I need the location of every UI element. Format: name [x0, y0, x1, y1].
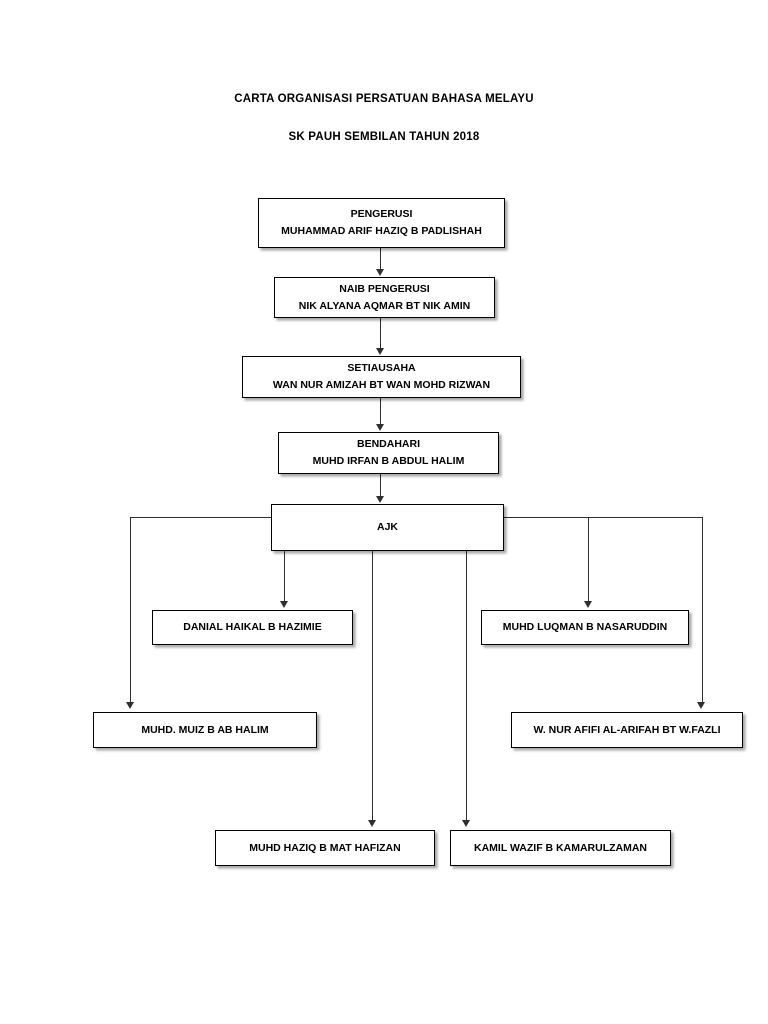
connector-ajk-afifi-vertical: [701, 517, 703, 703]
node-danial-haikal[interactable]: DANIAL HAIKAL B HAZIMIE: [152, 610, 353, 645]
node-muhd-muiz-person: MUHD. MUIZ B AB HALIM: [141, 723, 269, 736]
node-setiausaha[interactable]: SETIAUSAHA WAN NUR AMIZAH BT WAN MOHD RI…: [242, 356, 521, 398]
arrowhead-haziq: [367, 820, 376, 827]
connector-ajk-muiz-vertical: [130, 517, 132, 703]
node-pengerusi-person: MUHAMMAD ARIF HAZIQ B PADLISHAH: [281, 225, 482, 237]
arrowhead-setiausaha: [375, 348, 384, 355]
node-w-nur-afifi[interactable]: W. NUR AFIFI AL-ARIFAH BT W.FAZLI: [511, 712, 743, 748]
chart-title-line-1: CARTA ORGANISASI PERSATUAN BAHASA MELAYU: [234, 93, 534, 105]
connector-ajk-haziq-vertical: [372, 551, 374, 821]
connector-bendahari-ajk: [380, 474, 382, 497]
node-danial-haikal-person: DANIAL HAIKAL B HAZIMIE: [183, 621, 322, 633]
connector-ajk-kamil-vertical: [466, 551, 468, 821]
node-kamil-wazif[interactable]: KAMIL WAZIF B KAMARULZAMAN: [450, 830, 671, 866]
node-setiausaha-role: SETIAUSAHA: [347, 362, 416, 374]
node-w-nur-afifi-person: W. NUR AFIFI AL-ARIFAH BT W.FAZLI: [533, 723, 721, 736]
node-naib-pengerusi-person: NIK ALYANA AQMAR BT NIK AMIN: [298, 299, 471, 312]
node-naib-pengerusi-role: NAIB PENGERUSI: [339, 282, 430, 295]
connector-ajk-afifi-horizontal: [503, 517, 703, 519]
connector-ajk-muiz-horizontal: [130, 517, 273, 519]
node-kamil-wazif-person: KAMIL WAZIF B KAMARULZAMAN: [473, 841, 648, 854]
connector-naib-setiausaha: [380, 318, 382, 349]
arrowhead-luqman: [583, 601, 592, 608]
chart-title-line-2: SK PAUH SEMBILAN TAHUN 2018: [288, 131, 480, 143]
arrowhead-ajk: [375, 496, 384, 503]
connector-setiausaha-bendahari: [380, 398, 382, 425]
node-ajk-role: AJK: [376, 521, 398, 533]
node-muhd-haziq[interactable]: MUHD HAZIQ B MAT HAFIZAN: [215, 830, 435, 866]
node-pengerusi-role: PENGERUSI: [350, 208, 413, 220]
arrowhead-danial: [279, 601, 288, 608]
node-setiausaha-person: WAN NUR AMIZAH BT WAN MOHD RIZWAN: [272, 379, 491, 391]
arrowhead-kamil: [461, 820, 470, 827]
connector-ajk-luqman-vertical: [588, 517, 590, 602]
arrowhead-bendahari: [375, 424, 384, 431]
node-ajk[interactable]: AJK: [271, 504, 504, 551]
connector-pengerusi-naib: [380, 248, 382, 270]
node-muhd-muiz[interactable]: MUHD. MUIZ B AB HALIM: [93, 712, 317, 748]
node-muhd-luqman[interactable]: MUHD LUQMAN B NASARUDDIN: [481, 610, 689, 645]
node-pengerusi[interactable]: PENGERUSI MUHAMMAD ARIF HAZIQ B PADLISHA…: [258, 198, 505, 248]
node-muhd-haziq-person: MUHD HAZIQ B MAT HAFIZAN: [249, 841, 401, 854]
node-bendahari-person: MUHD IRFAN B ABDUL HALIM: [312, 455, 465, 467]
node-muhd-luqman-person: MUHD LUQMAN B NASARUDDIN: [502, 621, 668, 633]
node-naib-pengerusi[interactable]: NAIB PENGERUSI NIK ALYANA AQMAR BT NIK A…: [274, 277, 495, 318]
node-bendahari[interactable]: BENDAHARI MUHD IRFAN B ABDUL HALIM: [278, 432, 499, 474]
node-bendahari-role: BENDAHARI: [357, 438, 420, 450]
connector-ajk-danial-vertical: [284, 551, 286, 602]
arrowhead-afifi: [697, 702, 705, 709]
arrowhead-naib: [375, 269, 384, 276]
arrowhead-muiz: [125, 702, 134, 709]
